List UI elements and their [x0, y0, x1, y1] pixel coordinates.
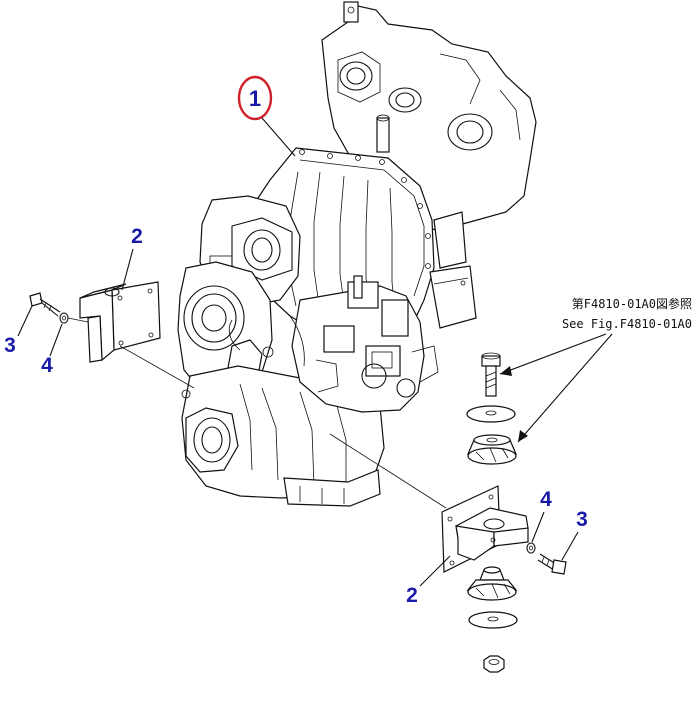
mount-washer-upper[interactable] — [466, 405, 516, 423]
mount-nut[interactable] — [483, 655, 505, 673]
bracket-right[interactable] — [441, 485, 529, 573]
svg-text:1: 1 — [249, 86, 261, 111]
rubber-cushion-lower[interactable] — [466, 566, 518, 601]
mount-washer-lower[interactable] — [468, 611, 518, 629]
callout-bolt-left[interactable]: 3 — [4, 334, 16, 357]
svg-text:第F4810-01A0図参照: 第F4810-01A0図参照 — [572, 296, 692, 311]
callout-bracket-left[interactable]: 2 — [131, 225, 143, 248]
callout-washer-right[interactable]: 4 — [540, 488, 552, 511]
callout-bolt-right[interactable]: 3 — [576, 508, 588, 531]
washer-left[interactable] — [59, 312, 69, 324]
transmission-assembly — [177, 1, 537, 507]
callout-bracket-right[interactable]: 2 — [406, 584, 418, 607]
mount-bolt-upper[interactable] — [481, 352, 501, 397]
bracket-left[interactable] — [79, 281, 161, 363]
leader-bracket-right-to-case — [329, 433, 447, 509]
leader-bracket-left-to-case — [119, 345, 195, 389]
reference-note: 第F4810-01A0図参照 See Fig.F4810-01A0 — [562, 296, 692, 331]
washer-right[interactable] — [526, 542, 536, 554]
callout-washer-left[interactable]: 4 — [41, 354, 53, 377]
rubber-cushion-upper[interactable] — [467, 434, 517, 465]
bolt-right[interactable] — [537, 553, 567, 575]
svg-text:See Fig.F4810-01A0: See Fig.F4810-01A0 — [562, 317, 692, 331]
bolt-left[interactable] — [29, 292, 61, 317]
callout-part-1[interactable]: 1 — [237, 75, 296, 157]
